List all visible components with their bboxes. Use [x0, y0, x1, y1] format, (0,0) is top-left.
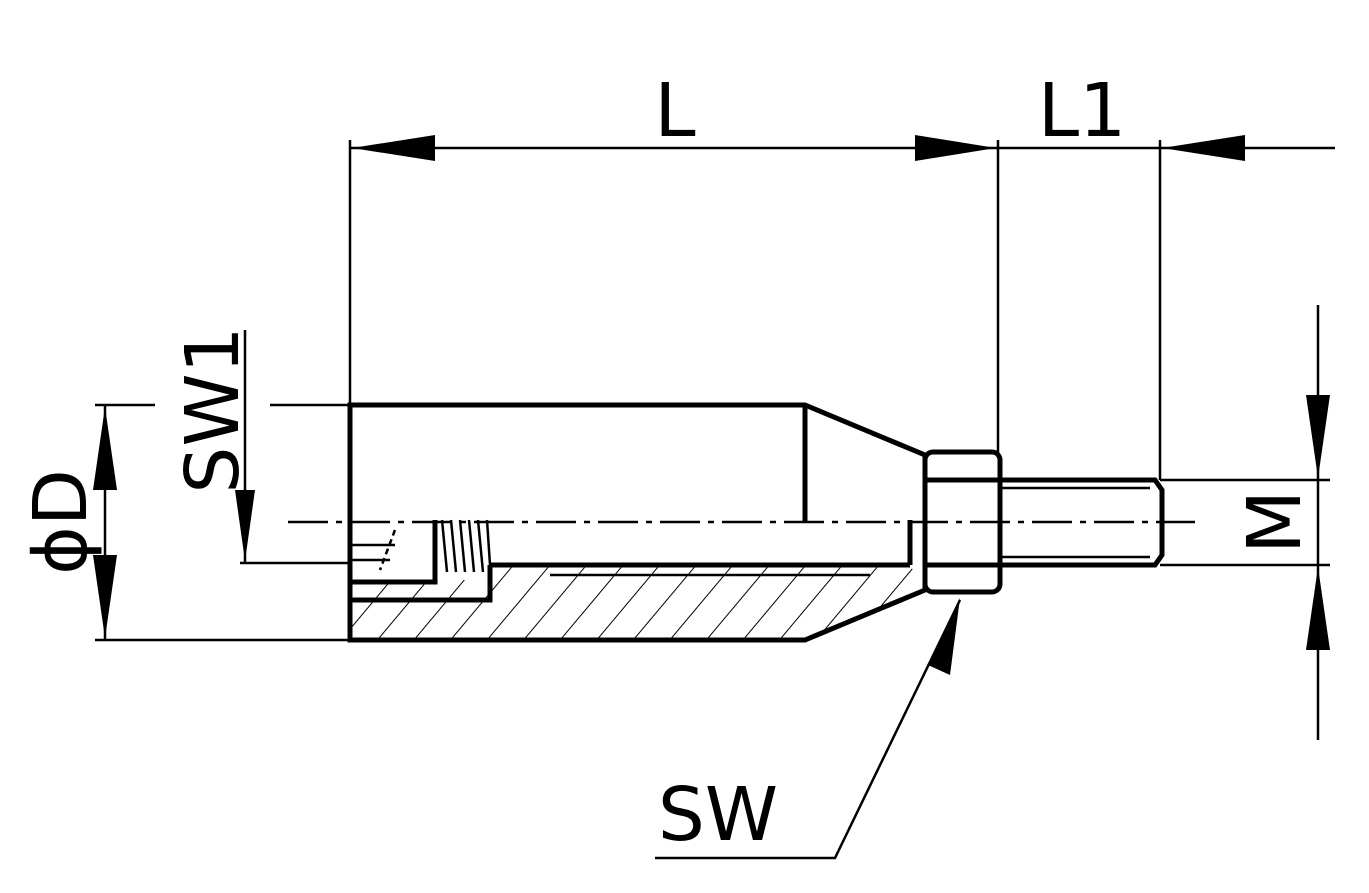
arrowhead-icon — [93, 555, 117, 638]
dimension-L: L — [350, 68, 998, 161]
arrowhead-icon — [1306, 567, 1330, 650]
internal-thread — [440, 519, 492, 573]
arrowhead-icon — [352, 135, 435, 161]
dimension-L1: L1 — [998, 68, 1335, 161]
arrowhead-icon — [915, 135, 996, 161]
arrowhead-icon — [1306, 395, 1330, 478]
label-SW: SW — [658, 772, 778, 858]
part-body — [347, 402, 928, 643]
label-L1: L1 — [1038, 68, 1126, 154]
arrowhead-icon — [93, 407, 117, 490]
extension-lines — [95, 140, 1330, 642]
dimension-M: M — [1232, 305, 1330, 740]
arrowhead-icon — [235, 490, 255, 561]
arrowhead-icon — [1162, 135, 1245, 161]
dimension-SW: SW — [655, 598, 962, 860]
label-M: M — [1232, 490, 1318, 554]
dimension-D: ϕD — [18, 405, 117, 640]
label-SW1: SW1 — [170, 326, 256, 493]
label-L: L — [654, 68, 695, 154]
label-D: ϕD — [18, 469, 104, 575]
arrowhead-icon — [928, 598, 960, 675]
dimension-SW1: SW1 — [170, 326, 350, 565]
